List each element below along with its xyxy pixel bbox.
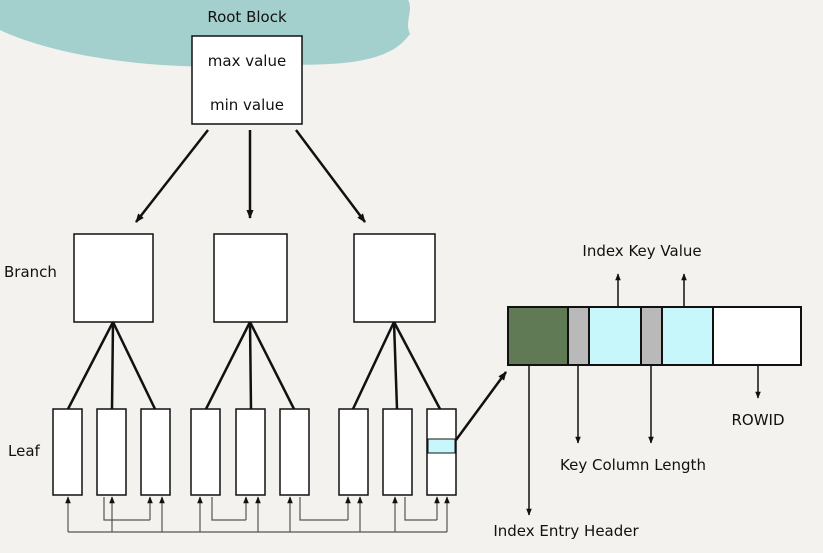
leaf-block-2 <box>96 408 127 496</box>
root-max-value: max value <box>208 52 286 70</box>
rowid-label: ROWID <box>731 411 784 429</box>
leaf-block-5 <box>235 408 266 496</box>
index-entry-header-label: Index Entry Header <box>493 522 639 540</box>
leaf-highlighted-entry <box>427 438 456 454</box>
root-to-branch-arrow-1 <box>135 129 209 223</box>
branch-leaf-connectors <box>66 321 442 410</box>
branch-label: Branch <box>4 263 57 281</box>
index-key-value-segment-2 <box>661 306 714 366</box>
leaf-sibling-links <box>65 496 450 533</box>
root-block-title: Root Block <box>207 8 287 26</box>
root-block-box <box>191 35 303 125</box>
index-key-value-label: Index Key Value <box>582 242 701 260</box>
leaf-block-8 <box>382 408 413 496</box>
rowid-segment <box>712 306 802 366</box>
root-to-branch-arrow-3 <box>295 129 366 223</box>
key-column-length-segment-1 <box>567 306 590 366</box>
background-blob <box>0 0 410 67</box>
leaf-to-entry-arrow <box>454 371 508 441</box>
key-column-length-label: Key Column Length <box>560 456 706 474</box>
branch-block-2 <box>213 233 288 323</box>
branch-block-3 <box>353 233 436 323</box>
leaf-block-7 <box>338 408 369 496</box>
leaf-block-6 <box>279 408 310 496</box>
index-entry-header-segment <box>507 306 569 366</box>
index-entry-record <box>507 306 802 366</box>
leaf-block-4 <box>190 408 221 496</box>
leaf-block-1 <box>52 408 83 496</box>
key-column-length-segment-2 <box>640 306 663 366</box>
root-min-value: min value <box>210 96 284 114</box>
leaf-label: Leaf <box>8 442 41 460</box>
index-key-value-segment-1 <box>588 306 642 366</box>
branch-block-1 <box>73 233 154 323</box>
leaf-block-3 <box>140 408 171 496</box>
